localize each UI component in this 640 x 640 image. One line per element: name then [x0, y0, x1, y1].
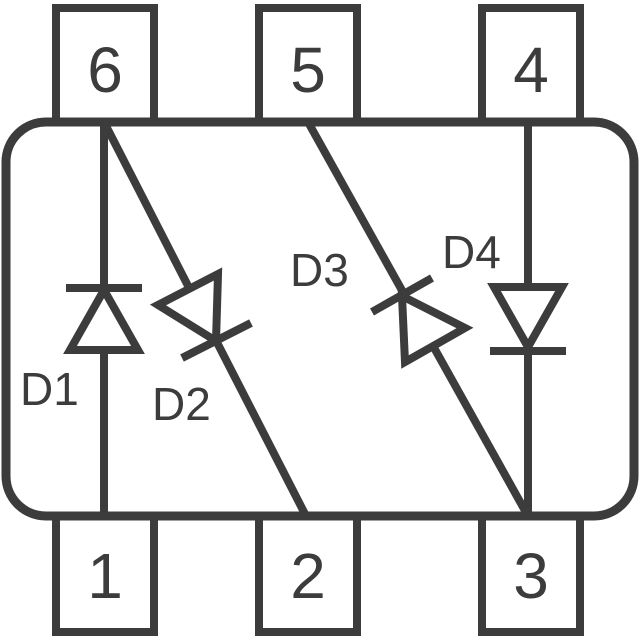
diode-d1-label: D1 [20, 363, 79, 415]
diode-d3-symbol [304, 120, 532, 518]
pin-1-label: 1 [87, 540, 123, 612]
pin-1-box [52, 510, 158, 636]
diode-d2-symbol [100, 120, 310, 518]
diode-d1-symbol [63, 122, 145, 516]
pin-2-label: 2 [290, 540, 326, 612]
pin-3-box [478, 510, 584, 636]
pin-3-label: 3 [513, 540, 549, 612]
pin-4-label: 4 [513, 34, 549, 106]
diode-d4-label: D4 [442, 226, 501, 278]
diode-d3-label: D3 [290, 244, 349, 296]
diode-d2-label: D2 [152, 378, 211, 430]
diode-d4-symbol [487, 122, 569, 516]
pin-5-label: 5 [290, 34, 326, 106]
pin-6-label: 6 [87, 34, 123, 106]
